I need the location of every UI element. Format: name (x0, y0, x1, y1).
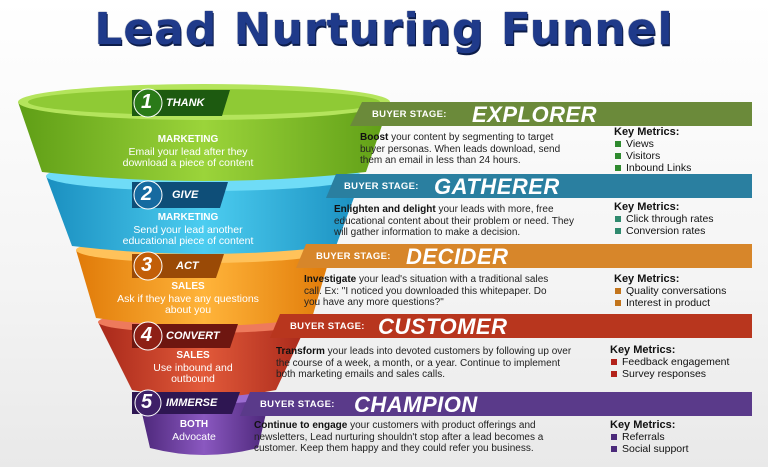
stage-4-metrics: Key Metrics: Feedback engagement Survey … (610, 344, 729, 380)
stage-2-metrics-title: Key Metrics: (614, 201, 680, 213)
stage-1-buyer-stage: EXPLORER (472, 102, 598, 127)
stage-4-number: 4 (141, 324, 153, 346)
stage-4-category: SALES (176, 350, 210, 361)
stage-3-body: Investigate your lead's situation with a… (304, 274, 564, 309)
page-title: Lead Nurturing Funnel (94, 4, 674, 55)
metric-item: Views (614, 138, 691, 150)
stage-3-number: 3 (141, 254, 153, 276)
metric-item: Conversion rates (614, 225, 714, 237)
stage-2-action: GIVE (172, 189, 199, 201)
metric-item: Feedback engagement (610, 356, 729, 368)
stage-1-body: Boost your content by segmenting to targ… (360, 132, 575, 167)
banner-3-shape (296, 244, 752, 268)
stage-3-action: ACT (176, 260, 199, 272)
stage-2-body-text: your leads with more, free educational c… (334, 204, 574, 238)
stage-3-category: SALES (171, 281, 205, 292)
stage-2-funnel-label: MARKETING Send your lead another educati… (108, 212, 268, 247)
badge-4-shape (132, 321, 238, 351)
stage-2-metrics: Key Metrics: Click through rates Convers… (614, 201, 714, 237)
metric-item: Social support (610, 443, 689, 455)
funnel-segment-1 (18, 102, 390, 181)
stage-1-funnel-label: MARKETING Email your lead after they dow… (108, 134, 268, 169)
stage-5-funnel-label: BOTH Advocate (156, 419, 232, 443)
badge-5-shape (132, 389, 240, 417)
stage-4-banner: BUYER STAGE: CUSTOMER (288, 314, 728, 339)
stage-4-body: Transform your leads into devoted custom… (276, 346, 576, 381)
stage-4-action: CONVERT (166, 330, 220, 342)
stage-2-body-bold: Enlighten and delight (334, 204, 436, 215)
stage-5-metrics-title: Key Metrics: (610, 419, 676, 431)
stage-5-body-bold: Continue to engage (254, 420, 348, 431)
stage-4-buyer-stage: CUSTOMER (378, 314, 508, 339)
stage-3-metrics-title: Key Metrics: (614, 273, 680, 285)
stage-1-metrics: Key Metrics: Views Visitors Inbound Link… (614, 126, 691, 174)
stage-4-metrics-title: Key Metrics: (610, 344, 676, 356)
badge-1-shape (132, 88, 230, 118)
banner-1-shape (350, 102, 752, 126)
metric-item: Interest in product (614, 297, 726, 309)
stage-5-number: 5 (141, 391, 153, 413)
stage-4-body-text: your leads into devoted customers by fol… (276, 346, 572, 380)
stage-3-banner: BUYER STAGE: DECIDER (314, 244, 734, 269)
stage-3-buyer-stage-label: BUYER STAGE: (316, 251, 391, 262)
metric-item: Click through rates (614, 213, 714, 225)
metric-item: Referrals (610, 431, 689, 443)
stage-5-description: Advocate (172, 431, 216, 443)
stage-4-description: Use inbound and outbound (153, 362, 233, 385)
metric-item: Survey responses (610, 368, 729, 380)
metric-item: Quality conversations (614, 285, 726, 297)
stage-4-body-bold: Transform (276, 346, 325, 357)
stage-4-funnel-label: SALES Use inbound and outbound (148, 350, 238, 385)
stage-1-body-text: your content by segmenting to target buy… (360, 132, 561, 166)
stage-1-number: 1 (141, 91, 153, 113)
stage-2-category: MARKETING (157, 212, 219, 223)
stage-3-body-bold: Investigate (304, 274, 357, 285)
funnel-segment-2 (46, 176, 362, 254)
stage-5-body-text: your customers with product offerings an… (254, 420, 544, 454)
stage-2-number: 2 (141, 183, 153, 205)
stage-2-description: Send your lead another educational piece… (122, 224, 254, 247)
stage-5-banner: BUYER STAGE: CHAMPION (258, 392, 728, 417)
stage-3-funnel-label: SALES Ask if they have any questions abo… (116, 281, 260, 316)
metric-item: Visitors (614, 150, 691, 162)
stage-5-metrics: Key Metrics: Referrals Social support (610, 419, 689, 455)
stage-1-body-bold: Boost (360, 132, 389, 143)
stage-4-buyer-stage-label: BUYER STAGE: (290, 321, 365, 332)
badge-2-shape (132, 180, 228, 210)
badge-3-shape (132, 251, 224, 281)
stage-1-banner: BUYER STAGE: EXPLORER (370, 102, 750, 127)
stage-1-action: THANK (166, 97, 205, 109)
stage-1-metrics-title: Key Metrics: (614, 126, 680, 138)
stage-3-body-text: your lead's situation with a traditional… (304, 274, 549, 308)
metric-item: Inbound Links (614, 162, 691, 174)
stage-5-body: Continue to engage your customers with p… (254, 420, 589, 455)
stage-5-buyer-stage-label: BUYER STAGE: (260, 399, 335, 410)
stage-5-category: BOTH (179, 419, 209, 430)
stage-2-body: Enlighten and delight your leads with mo… (334, 204, 584, 239)
banner-5-shape (240, 392, 752, 416)
stage-3-buyer-stage: DECIDER (406, 244, 509, 269)
stage-1-buyer-stage-label: BUYER STAGE: (372, 109, 447, 120)
banner-4-shape (270, 314, 752, 338)
stage-2-buyer-stage-label: BUYER STAGE: (344, 181, 419, 192)
stage-5-buyer-stage: CHAMPION (354, 392, 478, 417)
stage-1-category: MARKETING (157, 134, 219, 145)
stage-3-metrics: Key Metrics: Quality conversations Inter… (614, 273, 726, 309)
banner-2-shape (326, 174, 752, 198)
stage-5-action: IMMERSE (166, 397, 218, 409)
stage-2-banner: BUYER STAGE: GATHERER (342, 174, 742, 199)
stage-1-description: Email your lead after they download a pi… (122, 146, 254, 169)
stage-3-description: Ask if they have any questions about you (117, 293, 259, 316)
stage-2-buyer-stage: GATHERER (434, 174, 560, 199)
